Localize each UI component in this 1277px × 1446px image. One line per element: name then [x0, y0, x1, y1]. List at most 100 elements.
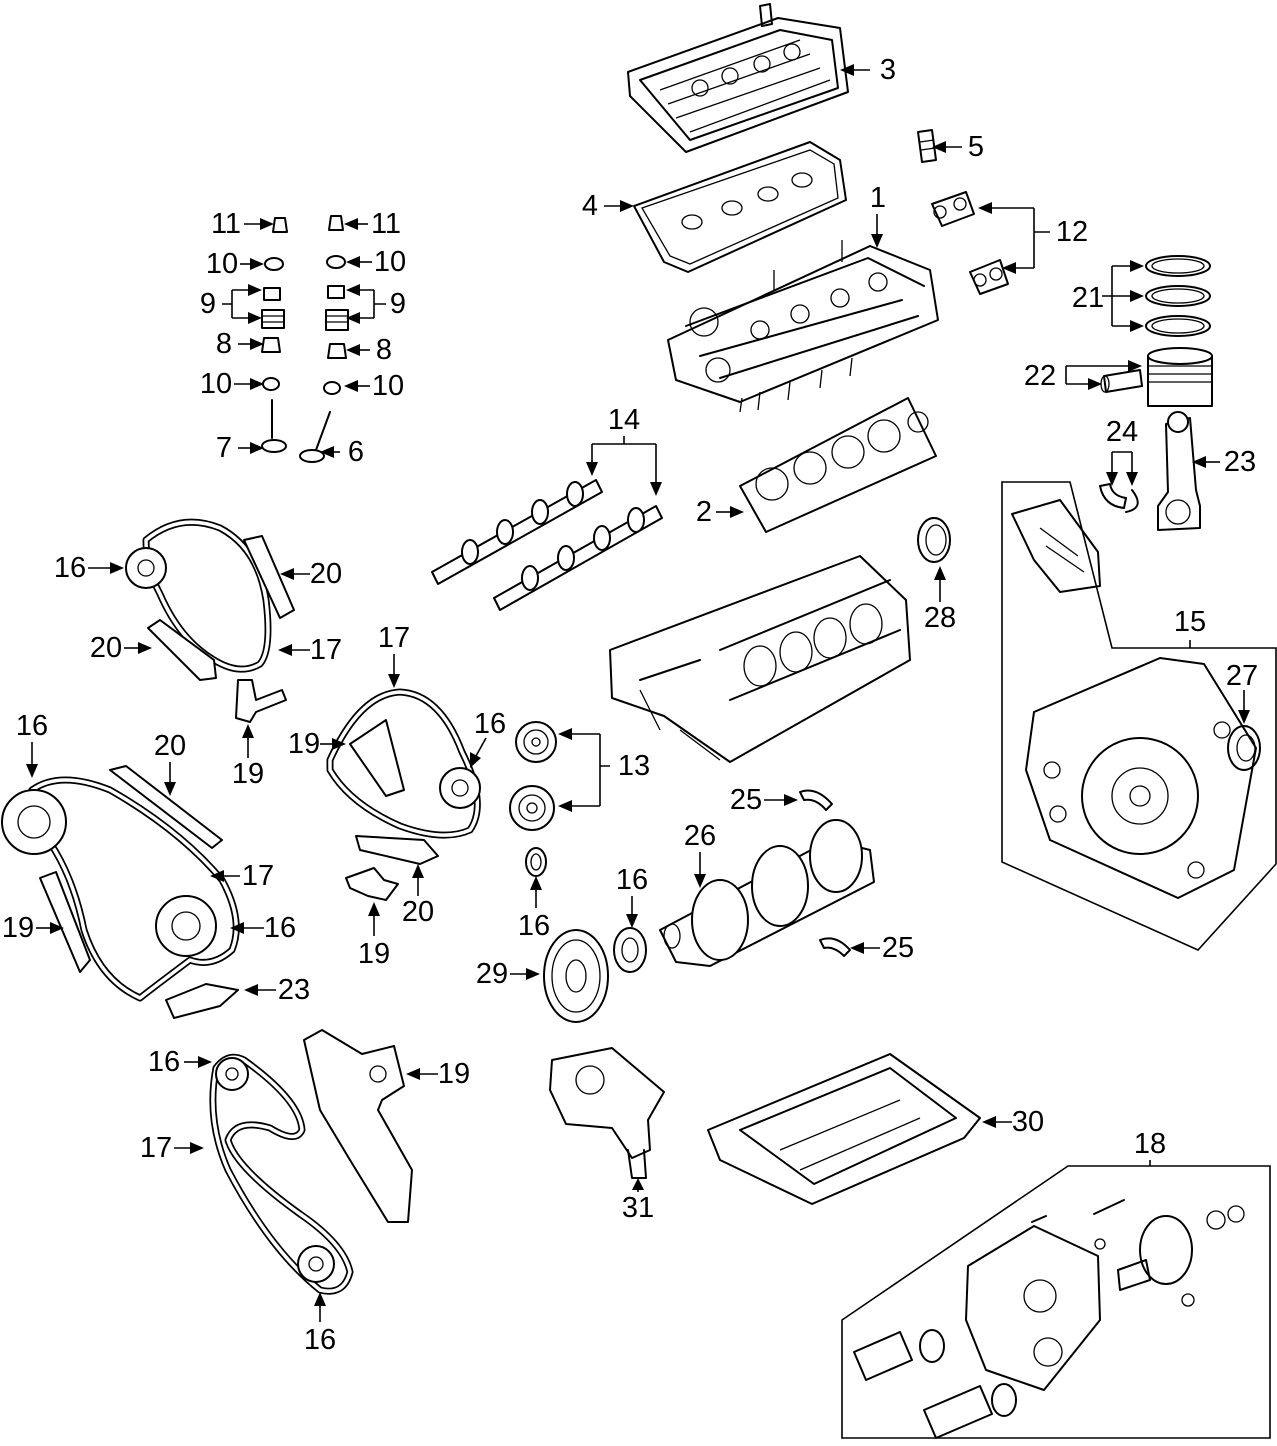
- callout-label[interactable]: 11: [211, 208, 241, 240]
- callout-label[interactable]: 19: [2, 912, 34, 944]
- callout-label[interactable]: 26: [684, 820, 716, 852]
- crank-seal-part[interactable]: [525, 847, 547, 877]
- callout-label[interactable]: 19: [438, 1058, 470, 1090]
- left-chain-guide-part[interactable]: [39, 765, 239, 1019]
- chain-tensioner-part[interactable]: [235, 679, 287, 723]
- timing-chain-center-part[interactable]: [326, 688, 481, 839]
- callout-label[interactable]: 2: [696, 496, 712, 528]
- callout-label[interactable]: 30: [1012, 1106, 1044, 1138]
- intake-valve-part[interactable]: [261, 399, 287, 453]
- callout-label[interactable]: 16: [16, 710, 48, 742]
- timing-chain-lower-part[interactable]: [209, 1053, 354, 1295]
- callout-label[interactable]: 16: [616, 864, 648, 896]
- rod-bearing-part[interactable]: [1099, 483, 1139, 513]
- callout-label[interactable]: 22: [1024, 360, 1056, 392]
- callout-label[interactable]: 17: [310, 634, 342, 666]
- front-seal-part[interactable]: [917, 517, 951, 563]
- main-bearing-part[interactable]: [799, 789, 851, 957]
- callout-label[interactable]: 20: [154, 730, 186, 762]
- callout-label[interactable]: 20: [90, 632, 122, 664]
- head-gasket-part[interactable]: [739, 397, 937, 533]
- callout-label[interactable]: 1: [870, 182, 886, 214]
- cam-sprocket-part[interactable]: [125, 547, 167, 589]
- timing-chain-left-part[interactable]: [28, 776, 240, 1002]
- center-chain-guide-part[interactable]: [349, 719, 439, 865]
- callout-label[interactable]: 10: [374, 246, 406, 278]
- callout-label[interactable]: 19: [358, 938, 390, 970]
- center-sprocket-part[interactable]: [439, 767, 481, 809]
- callout-label[interactable]: 9: [200, 288, 216, 320]
- lower-chain-guide-part[interactable]: [303, 1029, 413, 1223]
- piston-rings-part[interactable]: [1145, 255, 1211, 337]
- callout-label[interactable]: 23: [278, 974, 310, 1006]
- valve-spring-part[interactable]: [261, 285, 349, 331]
- oil-pan-part[interactable]: [707, 1053, 981, 1205]
- callout-label[interactable]: 17: [140, 1132, 172, 1164]
- callout-label[interactable]: 23: [1224, 446, 1256, 478]
- callout-label[interactable]: 16: [148, 1046, 180, 1078]
- callout-label[interactable]: 8: [376, 334, 392, 366]
- water-pump-part[interactable]: [549, 1047, 665, 1179]
- timing-chain-upper-part[interactable]: [142, 518, 272, 673]
- lower-sprocket-part[interactable]: [215, 1057, 335, 1283]
- callout-label[interactable]: 16: [264, 912, 296, 944]
- valve-cover-part[interactable]: [627, 3, 849, 153]
- callout-label[interactable]: 16: [474, 708, 506, 740]
- callout-label[interactable]: 28: [924, 602, 956, 634]
- callout-label[interactable]: 8: [216, 328, 232, 360]
- cam-follower-part[interactable]: [931, 191, 1009, 295]
- callout-label[interactable]: 13: [618, 750, 650, 782]
- valve-stem-seal-part[interactable]: [261, 337, 347, 359]
- callout-label[interactable]: 10: [200, 368, 232, 400]
- callout-label[interactable]: 19: [288, 728, 320, 760]
- crankshaft-part[interactable]: [659, 819, 875, 967]
- callout-label[interactable]: 14: [608, 404, 640, 436]
- callout-label[interactable]: 20: [310, 558, 342, 590]
- callout-label[interactable]: 25: [730, 784, 762, 816]
- callout-label[interactable]: 21: [1072, 282, 1104, 314]
- callout-label[interactable]: 31: [622, 1192, 654, 1224]
- damper-pulley-part[interactable]: [543, 929, 609, 1023]
- left-sprocket-part[interactable]: [1, 789, 217, 957]
- callout-label[interactable]: 4: [582, 190, 598, 222]
- valve-cover-gasket-part[interactable]: [633, 141, 847, 273]
- callout-label[interactable]: 7: [216, 432, 232, 464]
- callout-label[interactable]: 25: [882, 932, 914, 964]
- adapter-plate-part[interactable]: [1011, 499, 1101, 593]
- callout-label[interactable]: 10: [206, 248, 238, 280]
- callout-label[interactable]: 24: [1106, 416, 1138, 448]
- center-tensioner-part[interactable]: [345, 867, 399, 901]
- camshaft-part[interactable]: [431, 479, 663, 611]
- sensor-part[interactable]: [917, 129, 937, 163]
- rear-seal-part[interactable]: [1227, 725, 1261, 771]
- callout-label[interactable]: 18: [1134, 1128, 1166, 1160]
- connecting-rod-part[interactable]: [1157, 411, 1201, 531]
- callout-label[interactable]: 16: [304, 1324, 336, 1356]
- cam-adjuster-part[interactable]: [509, 721, 557, 831]
- callout-label[interactable]: 29: [476, 958, 508, 990]
- callout-label[interactable]: 16: [518, 910, 550, 942]
- cylinder-head-part[interactable]: [667, 240, 939, 413]
- piston-part[interactable]: [1100, 347, 1213, 407]
- transmission-housing-part[interactable]: [1025, 657, 1257, 899]
- callout-label[interactable]: 19: [232, 758, 264, 790]
- callout-label[interactable]: 20: [402, 896, 434, 928]
- callout-label[interactable]: 27: [1226, 660, 1258, 692]
- chain-guide-part[interactable]: [147, 535, 295, 681]
- callout-label[interactable]: 5: [968, 131, 984, 163]
- callout-label[interactable]: 6: [348, 436, 364, 468]
- engine-block-part[interactable]: [609, 555, 911, 763]
- callout-label[interactable]: 15: [1174, 606, 1206, 638]
- callout-label[interactable]: 9: [390, 288, 406, 320]
- callout-label[interactable]: 17: [378, 622, 410, 654]
- valve-keeper-part[interactable]: [272, 215, 344, 233]
- callout-label[interactable]: 17: [242, 860, 274, 892]
- crank-sprocket-part[interactable]: [613, 927, 647, 973]
- exhaust-valve-part[interactable]: [299, 411, 331, 463]
- callout-label[interactable]: 12: [1056, 216, 1088, 248]
- callout-label[interactable]: 11: [371, 208, 401, 240]
- callout-label[interactable]: 16: [54, 552, 86, 584]
- balance-shaft-assembly-part[interactable]: [853, 1199, 1245, 1439]
- callout-label[interactable]: 10: [372, 370, 404, 402]
- callout-label[interactable]: 3: [880, 54, 896, 86]
